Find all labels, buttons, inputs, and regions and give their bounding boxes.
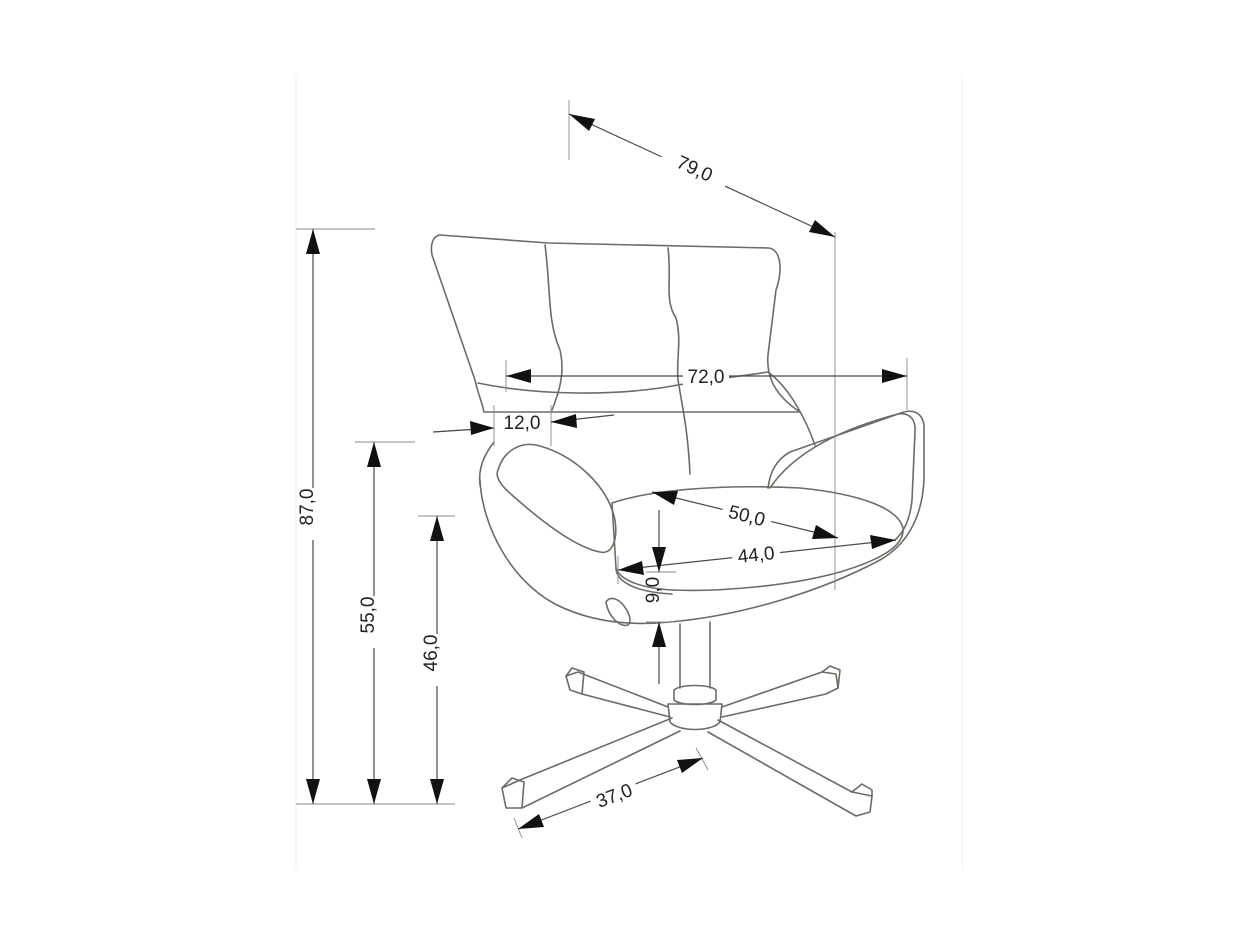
right-armrest — [769, 412, 916, 541]
chair-outline — [430, 234, 925, 817]
dim-label-width: 72,0 — [688, 367, 725, 388]
dim-label-seat-width: 44,0 — [737, 543, 776, 568]
backrest-seam — [767, 371, 816, 446]
dim-label-armrest-height: 55,0 — [358, 597, 379, 634]
dim-label-seat-thickness: 9,0 — [643, 577, 664, 603]
dimension-armrest-width-12: 12,0 — [432, 405, 615, 446]
dimension-width-72: 72,0 — [505, 358, 908, 410]
column-collar — [673, 684, 717, 706]
dim-label-armrest-width: 12,0 — [504, 413, 541, 434]
dimension-armrest-height-55: 55,0 — [355, 427, 493, 804]
dimension-seat-depth-50: 50,0 — [651, 491, 839, 539]
dimension-depth-79: 79,0 — [568, 100, 836, 590]
glide — [821, 665, 841, 689]
dimension-height-87: 87,0 — [296, 228, 455, 805]
dim-label-seat-height: 46,0 — [421, 635, 442, 672]
backrest-seam — [667, 247, 691, 475]
base-leg-back-left — [565, 671, 671, 718]
glide — [851, 783, 873, 797]
left-armrest — [496, 443, 617, 554]
dimension-seat-thickness-9: 9,0 — [643, 510, 676, 684]
glide — [501, 777, 525, 809]
base-leg-back-right — [721, 671, 839, 718]
dimension-seat-height-46: 46,0 — [418, 515, 455, 804]
dim-label-height: 87,0 — [297, 489, 318, 526]
backrest-seam — [544, 244, 563, 411]
left-armrest-inner — [478, 441, 495, 486]
gas-column — [679, 621, 711, 689]
base-leg-front-left — [501, 717, 681, 809]
hub — [667, 703, 723, 731]
swivel-lever — [605, 597, 631, 627]
glide — [565, 667, 585, 695]
dimension-base-leg-37: 37,0 — [513, 747, 709, 839]
dimension-seat-width-44: 44,0 — [617, 535, 897, 584]
seat-cushion — [611, 485, 904, 592]
chair-shell — [479, 410, 925, 625]
base-leg-front-right — [707, 719, 873, 817]
seat-front — [615, 567, 673, 595]
